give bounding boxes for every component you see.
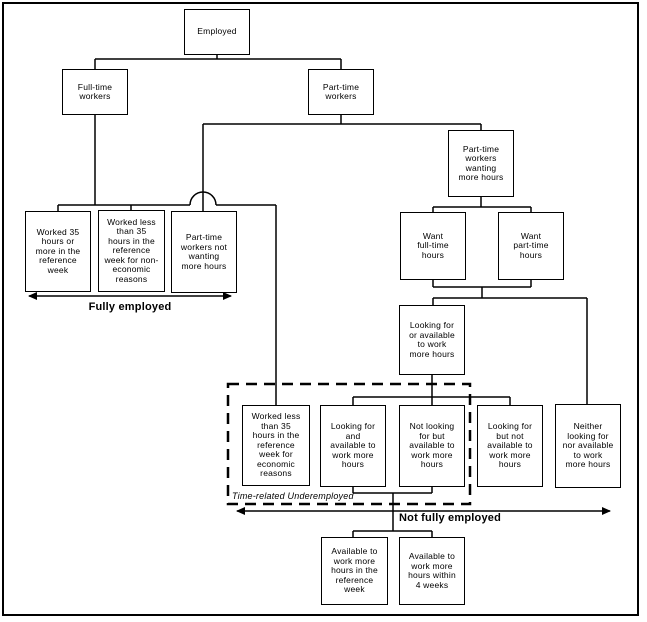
not-fully-employed-label: Not fully employed — [399, 512, 501, 524]
node-worked-less-non-economic: Worked less than 35 hours in the referen… — [98, 210, 165, 292]
node-part-time-wanting-more: Part-time workers wanting more hours — [448, 130, 514, 197]
node-not-looking-but-available: Not looking for but available to work mo… — [399, 405, 465, 487]
node-employed: Employed — [184, 9, 250, 55]
node-want-part-time-hours: Want part-time hours — [498, 212, 564, 280]
node-want-full-time-hours: Want full-time hours — [400, 212, 466, 280]
node-looking-or-available: Looking for or available to work more ho… — [399, 305, 465, 375]
outer-border — [2, 2, 639, 616]
node-looking-and-available: Looking for and available to work more h… — [320, 405, 386, 487]
fully-employed-label: Fully employed — [88, 301, 172, 313]
node-part-time-workers: Part-time workers — [308, 69, 374, 115]
node-looking-but-not-available: Looking for but not available to work mo… — [477, 405, 543, 487]
time-related-underemployed-label: Time-related Underemployed — [232, 491, 354, 501]
node-worked-35-hours-or-more: Worked 35 hours or more in the reference… — [25, 211, 91, 292]
tree-connectors — [57, 54, 588, 537]
node-available-within-4-weeks: Available to work more hours within 4 we… — [399, 537, 465, 605]
node-worked-less-economic: Worked less than 35 hours in the referen… — [242, 405, 310, 486]
node-full-time-workers: Full-time workers — [62, 69, 128, 115]
node-available-reference-week: Available to work more hours in the refe… — [321, 537, 388, 605]
node-part-time-not-wanting-more: Part-time workers not wanting more hours — [171, 211, 237, 293]
node-neither-looking-nor-available: Neither looking for nor available to wor… — [555, 404, 621, 488]
line-jump-arc — [189, 191, 217, 206]
